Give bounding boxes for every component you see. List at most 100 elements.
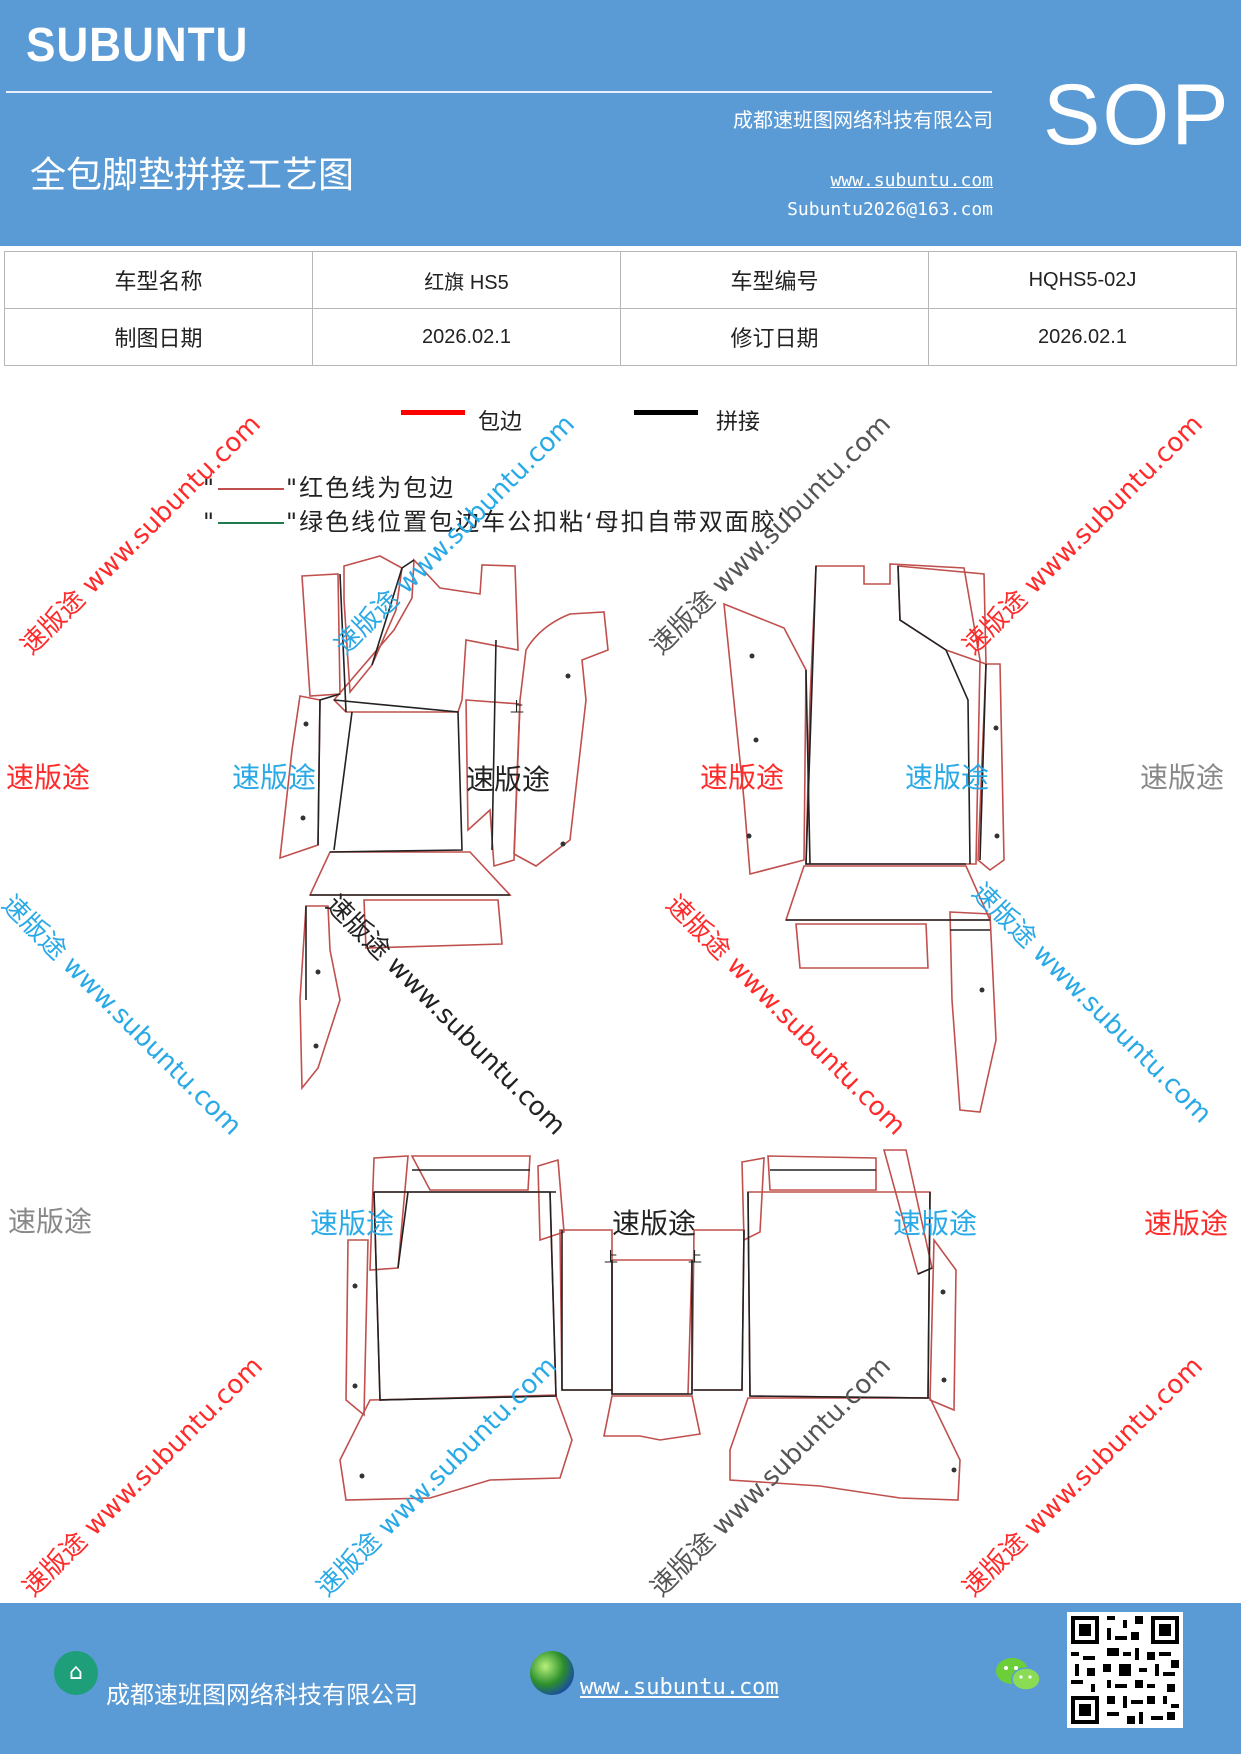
seam-line	[491, 639, 497, 851]
pattern-piece	[279, 695, 321, 860]
table-row: 制图日期 2026.02.1 修订日期 2026.02.1	[4, 308, 1237, 366]
watermark-word: 速版途	[893, 1207, 978, 1240]
pattern-piece	[795, 923, 929, 969]
seam-line	[373, 1191, 557, 1401]
pattern-piece	[977, 663, 1005, 872]
positioning-hole	[313, 1043, 319, 1049]
note-red-sample	[218, 488, 285, 490]
watermark-word: 速版途	[8, 1205, 93, 1238]
pattern-piece	[537, 1158, 565, 1242]
positioning-hole	[352, 1283, 358, 1289]
building-icon: ⌂	[54, 1651, 98, 1695]
seam-line	[897, 565, 971, 865]
label-model-code: 车型编号	[620, 251, 929, 309]
seam-line	[805, 565, 966, 865]
note-quote: "	[203, 508, 217, 536]
positioning-hole	[940, 1289, 946, 1295]
pattern-piece	[805, 563, 981, 865]
seam-line	[979, 663, 987, 861]
watermark-word: 速版途	[310, 1207, 395, 1240]
header-website-link[interactable]: www.subuntu.com	[830, 170, 993, 191]
pattern-piece	[410, 1155, 531, 1191]
seam-line	[371, 559, 415, 666]
pattern-piece	[949, 911, 997, 1113]
watermark-word: 速版途	[612, 1207, 697, 1240]
front-right-seams	[786, 565, 990, 931]
pattern-piece	[603, 1395, 701, 1441]
note-green-sample	[218, 522, 285, 524]
pattern-piece	[343, 555, 403, 695]
positioning-hole	[300, 815, 306, 821]
brand-logo: SUBUNTU	[26, 19, 249, 72]
seam-line	[374, 1191, 556, 1269]
page-footer: ⌂ 成都速班图网络科技有限公司 www.subuntu.com	[0, 1603, 1241, 1754]
legend-seam-label: 拼接	[716, 410, 761, 435]
footer-website-link[interactable]: www.subuntu.com	[580, 1675, 779, 1700]
pattern-pieces	[279, 555, 1005, 1501]
watermark-word: 速版途	[1140, 761, 1225, 794]
pattern-piece	[723, 602, 807, 876]
seam-line	[333, 711, 353, 851]
label-model-name: 车型名称	[4, 251, 313, 309]
pattern-piece	[741, 1157, 765, 1242]
seam-line	[561, 1230, 612, 1391]
front-right-group	[723, 563, 1005, 1113]
seam-line	[747, 1191, 931, 1399]
note-red-text: "红色线为包边	[286, 474, 456, 502]
pattern-piece	[767, 1155, 877, 1191]
note-green-line: " "绿色线位置包边车公扣粘‘母扣自带双面胶’	[203, 502, 786, 537]
table-row: 车型名称 红旗 HS5 车型编号 HQHS5-02J	[4, 251, 1237, 309]
legend-edge-label: 包边	[478, 410, 523, 435]
wechat-icon[interactable]	[994, 1655, 1042, 1695]
front-left-group	[279, 555, 609, 1091]
header-email[interactable]: Subuntu2026@163.com	[787, 199, 993, 220]
orientation-mark: 上	[604, 1250, 618, 1266]
value-revision-date: 2026.02.1	[928, 308, 1237, 366]
pattern-piece	[611, 1259, 693, 1395]
qr-code	[1067, 1612, 1183, 1728]
watermark-word: 速版途	[466, 763, 551, 796]
globe-icon	[530, 1651, 574, 1695]
pattern-piece	[345, 1239, 369, 1417]
positioning-hole	[303, 721, 309, 727]
positioning-holes	[300, 653, 1000, 1479]
page-title: 全包脚垫拼接工艺图	[30, 155, 355, 196]
vehicle-info-table: 车型名称 红旗 HS5 车型编号 HQHS5-02J 制图日期 2026.02.…	[4, 251, 1237, 366]
rear-seams	[373, 1169, 933, 1401]
label-revision-date: 修订日期	[620, 308, 929, 366]
watermark-word: 速版途	[232, 761, 317, 794]
value-model-name: 红旗 HS5	[312, 251, 621, 309]
pattern-piece	[299, 905, 341, 1091]
header-divider	[6, 91, 992, 93]
pattern-piece	[339, 1395, 573, 1501]
positioning-hole	[315, 969, 321, 975]
positioning-hole	[560, 841, 566, 847]
pattern-piece	[332, 558, 519, 713]
seam-line	[329, 699, 463, 853]
value-drawing-date: 2026.02.1	[312, 308, 621, 366]
positioning-hole	[993, 725, 999, 731]
front-left-seams	[305, 559, 510, 1000]
seam-line	[317, 693, 341, 846]
watermark-word: 速版途	[700, 761, 785, 794]
positioning-hole	[941, 1377, 947, 1383]
note-red-line: " "红色线为包边	[203, 468, 455, 503]
positioning-hole	[565, 673, 571, 679]
orientation-mark: 上	[510, 700, 524, 716]
pattern-piece	[729, 1397, 961, 1501]
pattern-piece	[929, 1237, 957, 1412]
note-green-text: "绿色线位置包边车公扣粘‘母扣自带双面胶’	[286, 508, 787, 536]
footer-company: 成都速班图网络科技有限公司	[106, 1681, 418, 1709]
positioning-hole	[753, 737, 759, 743]
watermark-word: 速版途	[6, 761, 91, 794]
watermark-word: 速版途	[905, 761, 990, 794]
note-quote: "	[203, 474, 217, 502]
positioning-hole	[352, 1383, 358, 1389]
positioning-hole	[951, 1467, 957, 1473]
seam-line	[917, 1267, 933, 1275]
sop-badge: SOP	[1043, 67, 1231, 163]
seam-line	[339, 573, 347, 713]
positioning-hole	[979, 987, 985, 993]
value-model-code: HQHS5-02J	[928, 251, 1237, 309]
